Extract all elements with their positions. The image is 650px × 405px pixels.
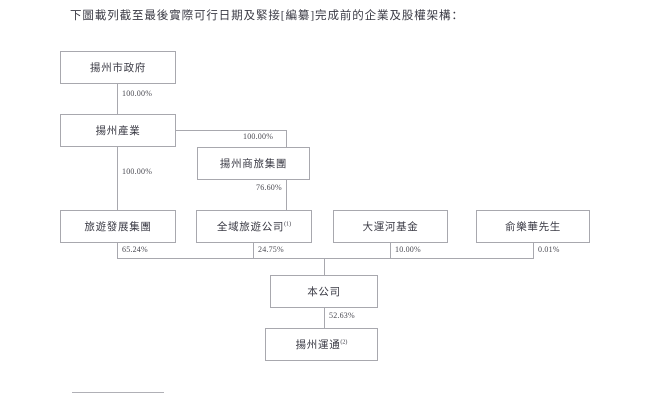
footnote-separator bbox=[72, 392, 164, 393]
edge-shareholder-bus bbox=[117, 258, 534, 259]
node-yangzhou-industry[interactable]: 揚州產業 bbox=[60, 114, 176, 147]
node-yangzhou-business-travel-group[interactable]: 揚州商旅集團 bbox=[197, 147, 310, 180]
edge-company-to-yuntong bbox=[324, 308, 325, 328]
footnote-marker: (2) bbox=[340, 339, 348, 346]
edge-industry-to-tdg bbox=[117, 147, 118, 210]
node-quanyu-tourism-company[interactable]: 全域旅遊公司(1) bbox=[196, 210, 312, 243]
node-mr-yu-lehua[interactable]: 俞樂華先生 bbox=[476, 210, 590, 243]
node-the-company[interactable]: 本公司 bbox=[270, 275, 378, 308]
edge-bus-to-company bbox=[324, 258, 325, 275]
node-label: 旅遊發展集團 bbox=[84, 222, 152, 233]
percent-quanyu-to-company: 24.75% bbox=[258, 245, 284, 254]
edge-gov-to-industry bbox=[117, 84, 118, 114]
percent-yu-lehua-to-company: 0.01% bbox=[538, 245, 560, 254]
percent-btg-to-quanyu: 76.60% bbox=[256, 183, 282, 192]
edge-yu-lehua-drop bbox=[533, 243, 534, 259]
intro-paragraph: 下圖載列截至最後實際可行日期及緊接[編纂]完成前的企業及股權架構： bbox=[70, 10, 464, 22]
node-label: 揚州運通 bbox=[295, 340, 341, 351]
percent-industry-to-tdg: 100.00% bbox=[122, 167, 153, 176]
edge-industry-to-btg-vertical bbox=[286, 130, 287, 147]
node-tourism-development-group[interactable]: 旅遊發展集團 bbox=[60, 210, 176, 243]
edge-btg-to-quanyu bbox=[286, 180, 287, 210]
edge-tdg-drop bbox=[117, 243, 118, 259]
node-label: 俞樂華先生 bbox=[505, 222, 561, 233]
node-label: 揚州市政府 bbox=[90, 63, 146, 74]
node-label: 全域旅遊公司 bbox=[216, 222, 285, 233]
percent-gov-to-industry: 100.00% bbox=[122, 89, 153, 98]
percent-grand-canal-to-company: 10.00% bbox=[395, 245, 421, 254]
percent-company-to-yuntong: 52.63% bbox=[329, 311, 355, 320]
footnote-marker: (1) bbox=[284, 221, 292, 228]
edge-industry-to-btg-horizontal bbox=[176, 130, 286, 131]
node-label: 揚州產業 bbox=[95, 126, 141, 137]
node-label: 大運河基金 bbox=[362, 222, 419, 233]
percent-industry-to-btg: 100.00% bbox=[243, 132, 274, 141]
node-yangzhou-municipal-government[interactable]: 揚州市政府 bbox=[60, 51, 176, 84]
edge-quanyu-drop bbox=[253, 243, 254, 259]
node-label: 本公司 bbox=[307, 287, 341, 298]
node-label: 揚州商旅集團 bbox=[219, 159, 288, 170]
node-grand-canal-fund[interactable]: 大運河基金 bbox=[333, 210, 448, 243]
edge-grand-canal-drop bbox=[390, 243, 391, 259]
percent-tdg-to-company: 65.24% bbox=[122, 245, 148, 254]
node-yangzhou-yuntong[interactable]: 揚州運通(2) bbox=[265, 328, 378, 361]
